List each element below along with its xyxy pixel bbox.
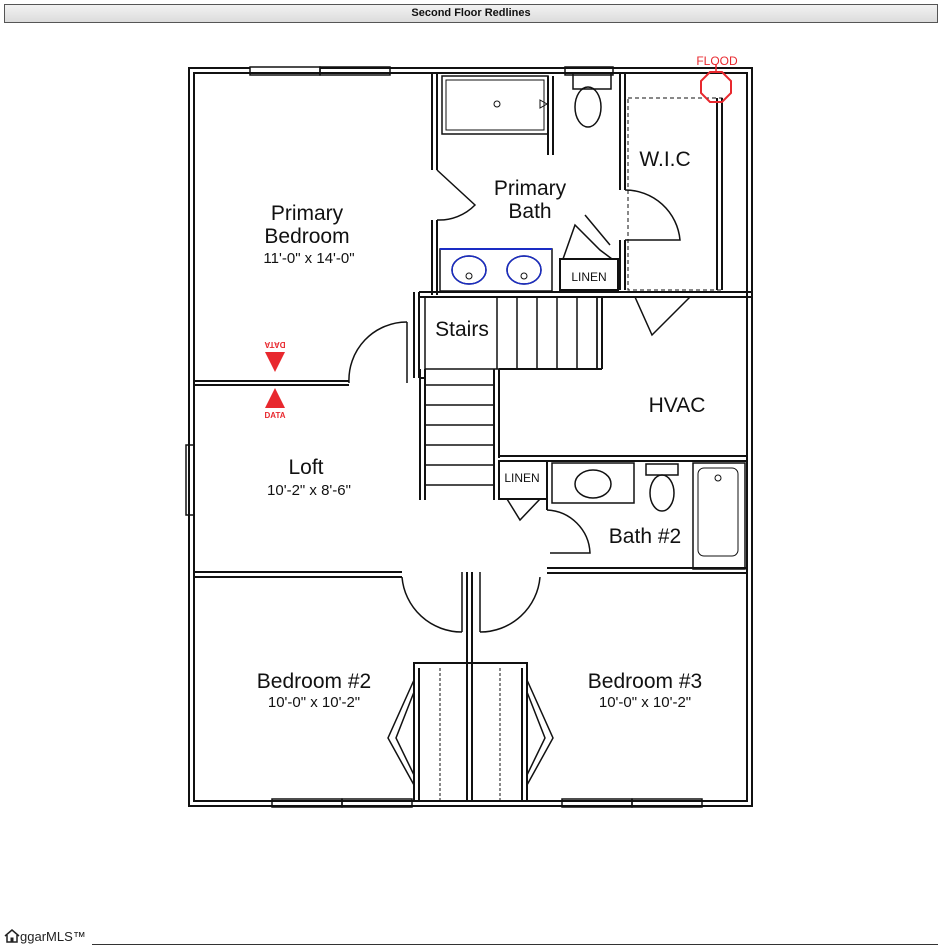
- footer-divider: [92, 944, 938, 945]
- loft-dims: 10'-2" x 8'-6": [267, 482, 351, 499]
- primary-bath-name-2: Bath: [508, 200, 551, 223]
- bath2-name: Bath #2: [609, 525, 681, 548]
- linen-lower-name: LINEN: [504, 471, 539, 485]
- house-icon: [4, 929, 20, 943]
- wic-name: W.I.C: [639, 148, 690, 171]
- linen-upper-name: LINEN: [571, 270, 606, 284]
- data-label-lower: DATA: [264, 411, 285, 420]
- bedroom3-name: Bedroom #3: [588, 670, 702, 693]
- logo-text: ggarMLS™: [20, 928, 86, 944]
- page-title: Second Floor Redlines: [4, 4, 938, 23]
- hvac-name: HVAC: [649, 394, 706, 417]
- data-marker-upper: DATA: [264, 340, 286, 372]
- flood-marker: FLOOD: [696, 54, 738, 103]
- exterior-wall-outer: [188, 67, 753, 807]
- flood-label: FLOOD: [696, 54, 738, 68]
- loft-name: Loft: [288, 456, 323, 479]
- data-marker-lower: DATA: [264, 388, 286, 420]
- primary-bedroom-dims: 11'-0" x 14'-0": [263, 250, 354, 267]
- bedroom2-name: Bedroom #2: [257, 670, 371, 693]
- primary-bath-name-1: Primary: [494, 177, 567, 200]
- bedroom2-dims: 10'-0" x 10'-2": [268, 694, 360, 711]
- stairs-name: Stairs: [435, 318, 489, 341]
- bedroom3-dims: 10'-0" x 10'-2": [599, 694, 691, 711]
- data-label-upper: DATA: [264, 340, 285, 349]
- mls-logo: ggarMLS™: [4, 928, 86, 944]
- primary-bedroom-name-1: Primary: [271, 202, 344, 225]
- primary-bedroom-name-2: Bedroom: [264, 225, 349, 248]
